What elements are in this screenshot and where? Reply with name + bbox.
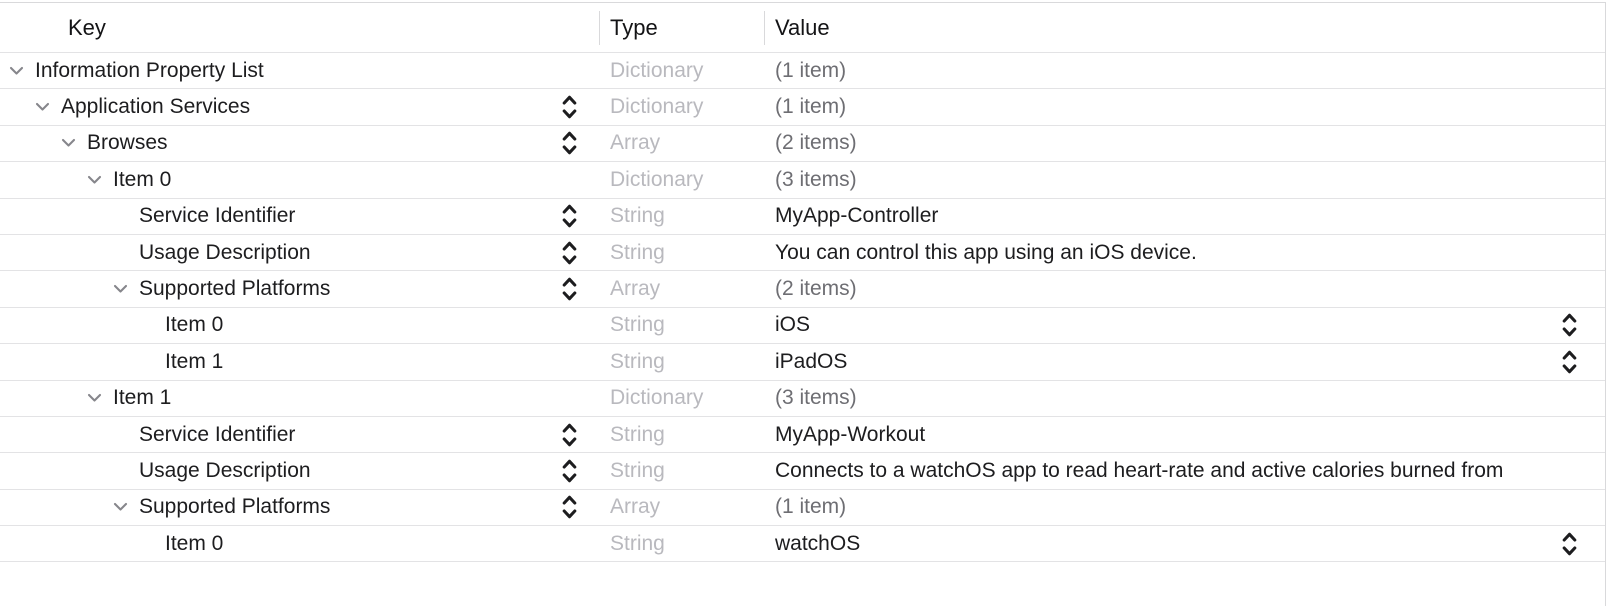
row-value[interactable]: iOS	[775, 313, 811, 337]
row-value[interactable]: (1 item)	[775, 58, 847, 82]
row-type[interactable]: Dictionary	[610, 95, 704, 119]
plist-row[interactable]: Usage Description String You can control t…	[0, 234, 1606, 272]
plist-row[interactable]: Usage Description String Connects to a wat…	[0, 453, 1606, 490]
row-value[interactable]: (2 items)	[775, 131, 857, 155]
row-type[interactable]: String	[610, 240, 665, 264]
column-header-value[interactable]: Value	[775, 14, 830, 40]
plist-row[interactable]: Item 0 String iOS	[0, 307, 1606, 345]
row-key[interactable]: Item 1	[165, 349, 224, 373]
row-value[interactable]: Connects to a watchOS app to read heart-…	[775, 458, 1504, 482]
row-value[interactable]: MyApp-Workout	[775, 422, 926, 446]
plist-row[interactable]: Browses Array (2 items)	[0, 125, 1606, 163]
key-stepper-icon[interactable]	[562, 494, 577, 521]
disclosure-chevron-icon[interactable]	[3, 66, 29, 76]
row-type[interactable]: Dictionary	[610, 386, 704, 410]
indent-spacer	[0, 470, 107, 471]
row-type[interactable]: String	[610, 313, 665, 337]
column-header-key[interactable]: Key	[68, 14, 106, 40]
row-key[interactable]: Item 0	[165, 531, 224, 555]
row-value[interactable]: (3 items)	[775, 386, 857, 410]
table-header: Key Type Value	[0, 3, 1606, 53]
row-value[interactable]: (3 items)	[775, 167, 857, 191]
row-key[interactable]: Usage Description	[139, 458, 311, 482]
row-type[interactable]: Array	[610, 277, 661, 301]
column-divider[interactable]	[599, 11, 600, 45]
row-value[interactable]: watchOS	[775, 531, 861, 555]
row-value[interactable]: (2 items)	[775, 277, 857, 301]
indent-spacer	[0, 398, 81, 399]
row-key[interactable]: Supported Platforms	[139, 495, 331, 519]
key-stepper-icon[interactable]	[562, 130, 577, 157]
plist-row[interactable]: Supported Platforms Array (1 item)	[0, 489, 1606, 527]
row-value[interactable]: (1 item)	[775, 495, 847, 519]
value-stepper-icon[interactable]	[1562, 312, 1577, 339]
plist-row[interactable]: Service Identifier String MyApp-Workout	[0, 416, 1606, 454]
indent-spacer	[0, 543, 133, 544]
row-type[interactable]: Dictionary	[610, 167, 704, 191]
indent-spacer	[0, 107, 29, 108]
plist-row[interactable]: Item 0 String watchOS	[0, 526, 1606, 563]
disclosure-chevron-icon[interactable]	[107, 284, 133, 294]
row-type[interactable]: String	[610, 531, 665, 555]
row-key[interactable]: Application Services	[61, 95, 251, 119]
key-stepper-icon[interactable]	[562, 276, 577, 303]
row-key[interactable]: Usage Description	[139, 240, 311, 264]
row-key[interactable]: Item 0	[113, 167, 172, 191]
key-stepper-icon[interactable]	[562, 239, 577, 266]
indent-spacer	[0, 434, 107, 435]
plist-row[interactable]: Item 1 String iPadOS	[0, 344, 1606, 381]
row-key[interactable]: Service Identifier	[139, 422, 296, 446]
indent-spacer	[0, 507, 107, 508]
indent-spacer	[0, 179, 81, 180]
row-type[interactable]: Array	[610, 495, 661, 519]
row-key[interactable]: Information Property List	[35, 58, 264, 82]
row-key[interactable]: Supported Platforms	[139, 277, 331, 301]
column-header-type[interactable]: Type	[610, 14, 658, 40]
pane-right-border	[1605, 2, 1606, 606]
key-stepper-icon[interactable]	[562, 421, 577, 448]
key-stepper-icon[interactable]	[562, 203, 577, 230]
disclosure-chevron-icon[interactable]	[81, 175, 107, 185]
row-key[interactable]: Item 0	[165, 313, 224, 337]
column-divider[interactable]	[764, 11, 765, 45]
indent-spacer	[0, 361, 133, 362]
row-value[interactable]: You can control this app using an iOS de…	[775, 240, 1197, 264]
plist-row[interactable]: Service Identifier String MyApp-Controller	[0, 198, 1606, 235]
plist-row[interactable]: Information Property List Dictionary (1 it…	[0, 53, 1606, 90]
disclosure-chevron-icon[interactable]	[29, 102, 55, 112]
row-value[interactable]: iPadOS	[775, 349, 848, 373]
plist-editor-table: Key Type Value Information Property List…	[0, 2, 1606, 563]
row-type[interactable]: String	[610, 458, 665, 482]
row-value[interactable]: MyApp-Controller	[775, 204, 939, 228]
value-stepper-icon[interactable]	[1562, 530, 1577, 557]
indent-spacer	[0, 216, 107, 217]
row-value[interactable]: (1 item)	[775, 95, 847, 119]
row-type[interactable]: String	[610, 204, 665, 228]
indent-spacer	[0, 143, 55, 144]
row-type[interactable]: Dictionary	[610, 58, 704, 82]
key-stepper-icon[interactable]	[562, 457, 577, 484]
indent-spacer	[0, 252, 107, 253]
plist-row[interactable]: Item 0 Dictionary (3 items)	[0, 162, 1606, 199]
indent-spacer	[0, 289, 107, 290]
indent-spacer	[0, 325, 133, 326]
disclosure-chevron-icon[interactable]	[107, 502, 133, 512]
row-type[interactable]: String	[610, 349, 665, 373]
row-type[interactable]: String	[610, 422, 665, 446]
disclosure-chevron-icon[interactable]	[55, 138, 81, 148]
key-stepper-icon[interactable]	[562, 94, 577, 121]
row-type[interactable]: Array	[610, 131, 661, 155]
plist-row[interactable]: Supported Platforms Array (2 items)	[0, 271, 1606, 308]
plist-row[interactable]: Item 1 Dictionary (3 items)	[0, 380, 1606, 417]
value-stepper-icon[interactable]	[1562, 348, 1577, 375]
row-key[interactable]: Item 1	[113, 386, 172, 410]
row-key[interactable]: Browses	[87, 131, 168, 155]
disclosure-chevron-icon[interactable]	[81, 393, 107, 403]
plist-row[interactable]: Application Services Dictionary (1 item)	[0, 89, 1606, 126]
row-key[interactable]: Service Identifier	[139, 204, 296, 228]
